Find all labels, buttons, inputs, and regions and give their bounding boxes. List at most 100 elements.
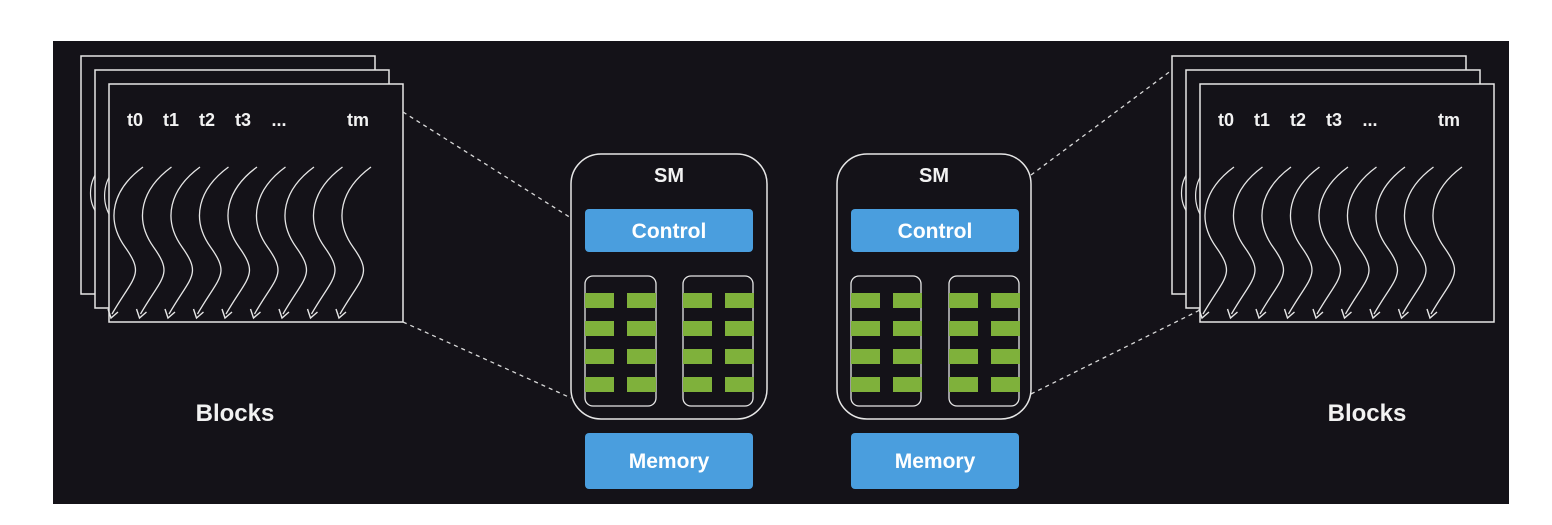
thread-arrow bbox=[1373, 166, 1406, 315]
core bbox=[949, 349, 978, 364]
thread-arrows bbox=[107, 166, 372, 320]
thread-arrowhead bbox=[1283, 308, 1295, 320]
core bbox=[725, 377, 754, 392]
core bbox=[893, 321, 922, 336]
projection-lines bbox=[402, 69, 1201, 399]
thread-arrow bbox=[225, 166, 258, 315]
core bbox=[893, 293, 922, 308]
thread-label: ... bbox=[271, 110, 286, 130]
core bbox=[991, 349, 1020, 364]
thread-arrow bbox=[1230, 166, 1263, 315]
thread-label: ... bbox=[1362, 110, 1377, 130]
projection-line bbox=[1030, 69, 1173, 176]
thread-arrowhead bbox=[1397, 308, 1409, 320]
core bbox=[725, 321, 754, 336]
thread-arrowhead bbox=[1369, 308, 1381, 320]
core-cluster bbox=[584, 275, 657, 407]
cores bbox=[851, 293, 1020, 392]
core bbox=[683, 377, 712, 392]
thread-arrow bbox=[253, 166, 286, 315]
core bbox=[627, 349, 656, 364]
core bbox=[683, 293, 712, 308]
core bbox=[949, 293, 978, 308]
memory-unit bbox=[851, 433, 1019, 489]
projection-line bbox=[402, 321, 572, 399]
thread-arrow bbox=[1202, 166, 1235, 315]
core bbox=[585, 349, 614, 364]
thread-label: t1 bbox=[163, 110, 179, 130]
thread-arrowhead bbox=[164, 308, 176, 320]
core bbox=[585, 293, 614, 308]
core bbox=[991, 321, 1020, 336]
block-stack-right: t0 t1 t2 t3 ... tm bbox=[1171, 55, 1495, 323]
sm-title: SM bbox=[919, 165, 949, 187]
core bbox=[585, 377, 614, 392]
thread-arrowhead bbox=[192, 308, 204, 320]
thread-label: tm bbox=[347, 110, 369, 130]
thread-arrow bbox=[1430, 166, 1463, 315]
memory-label: Memory bbox=[895, 450, 976, 473]
blocks-label-left: Blocks bbox=[196, 400, 275, 427]
core bbox=[627, 321, 656, 336]
control-unit bbox=[851, 209, 1019, 252]
thread-arrowhead bbox=[221, 308, 233, 320]
core bbox=[991, 293, 1020, 308]
thread-arrows bbox=[1198, 166, 1463, 320]
thread-arrow bbox=[1401, 166, 1434, 315]
thread-arrowhead bbox=[135, 308, 147, 320]
core bbox=[893, 349, 922, 364]
thread-label: t0 bbox=[127, 110, 143, 130]
control-label: Control bbox=[632, 220, 707, 243]
thread-arrowhead bbox=[1340, 308, 1352, 320]
thread-arrow bbox=[1259, 166, 1292, 315]
thread-arrowhead bbox=[1255, 308, 1267, 320]
thread-arrowhead bbox=[1226, 308, 1238, 320]
thread-label: t0 bbox=[1218, 110, 1234, 130]
thread-arrowhead bbox=[1426, 308, 1438, 320]
block-frame-front bbox=[108, 83, 404, 323]
thread-label: t2 bbox=[1290, 110, 1306, 130]
core bbox=[893, 377, 922, 392]
core bbox=[991, 377, 1020, 392]
core bbox=[725, 293, 754, 308]
block-frame-front bbox=[1199, 83, 1495, 323]
cores bbox=[585, 293, 754, 392]
thread-arrow bbox=[168, 166, 201, 315]
core bbox=[851, 321, 880, 336]
core-cluster bbox=[850, 275, 922, 407]
core bbox=[725, 349, 754, 364]
thread-arrow bbox=[111, 166, 144, 315]
blocks-label-right: Blocks bbox=[1328, 400, 1407, 427]
core bbox=[627, 377, 656, 392]
sm-title: SM bbox=[654, 165, 684, 187]
core bbox=[851, 377, 880, 392]
thread-label: t3 bbox=[235, 110, 251, 130]
core-cluster bbox=[948, 275, 1020, 407]
thread-arrowhead bbox=[306, 308, 318, 320]
sm-unit: SM Control bbox=[570, 153, 768, 420]
thread-arrow bbox=[310, 166, 343, 315]
thread-arrowhead bbox=[278, 308, 290, 320]
core bbox=[683, 349, 712, 364]
memory-label: Memory bbox=[629, 450, 710, 473]
core bbox=[585, 321, 614, 336]
thread-arrow bbox=[339, 166, 372, 315]
thread-label: t2 bbox=[199, 110, 215, 130]
projection-line bbox=[402, 111, 572, 219]
thread-arrow bbox=[1344, 166, 1377, 315]
block-stack-left: t0 t1 t2 t3 ... tm bbox=[80, 55, 404, 323]
thread-arrowhead bbox=[335, 308, 347, 320]
control-unit bbox=[585, 209, 753, 252]
thread-arrow bbox=[196, 166, 229, 315]
thread-arrow bbox=[282, 166, 315, 315]
thread-label: t1 bbox=[1254, 110, 1270, 130]
core bbox=[683, 321, 712, 336]
core bbox=[949, 377, 978, 392]
core bbox=[627, 293, 656, 308]
thread-arrow bbox=[1316, 166, 1349, 315]
thread-arrowhead bbox=[107, 308, 119, 320]
core bbox=[851, 293, 880, 308]
control-label: Control bbox=[898, 220, 973, 243]
